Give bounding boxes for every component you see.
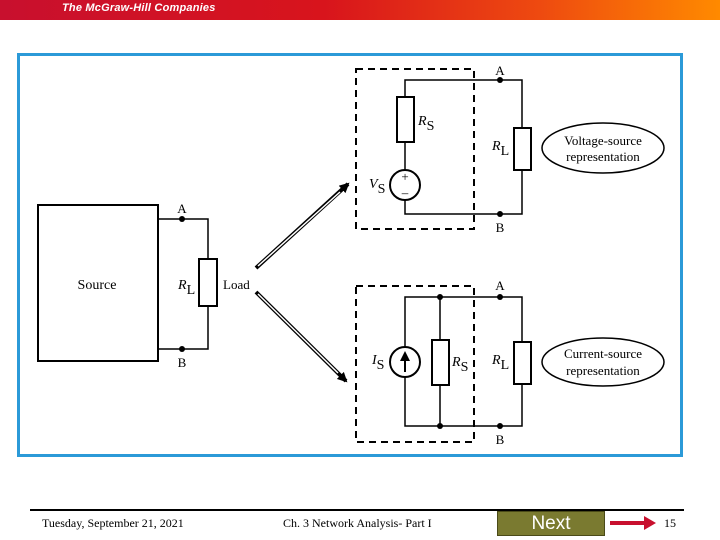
current-rep-callout [541, 337, 665, 387]
rl-label-voltage: RL [491, 139, 509, 159]
load-label: Load [223, 277, 250, 292]
brand-logo: The McGraw-Hill Companies [62, 2, 216, 14]
voltage-source-minus: – [401, 185, 409, 200]
voltage-source-icon [389, 169, 421, 201]
current-rep-wire [404, 296, 523, 427]
footer-chapter: Ch. 3 Network Analysis- Part I [283, 516, 432, 530]
vs-label: VS [369, 177, 385, 197]
footer-date: Tuesday, September 21, 2021 [42, 516, 184, 530]
source-box [37, 204, 159, 362]
current-rep-line1: Current-source [564, 346, 642, 361]
terminal-a-label-left: A [177, 201, 187, 216]
voltage-rep-dashed-box [355, 68, 475, 230]
terminal-b-label-current: B [496, 432, 505, 447]
terminal-b-dot-voltage [497, 211, 503, 217]
rl-label-current: RL [491, 353, 509, 373]
next-arrow-icon[interactable] [608, 512, 658, 534]
next-button[interactable]: Next [497, 511, 605, 536]
terminal-a-dot-left [179, 216, 185, 222]
voltage-rep-wire [404, 79, 523, 215]
voltage-rep-line1: Voltage-source [564, 133, 642, 148]
arrow-to-voltage-rep-inner [257, 191, 341, 267]
terminal-b-label-left: B [178, 355, 187, 370]
terminal-a-label-voltage: A [495, 63, 505, 78]
junction-dot-bottom [437, 423, 443, 429]
is-label: IS [371, 353, 384, 373]
terminal-a-dot-voltage [497, 77, 503, 83]
rs-label-current: RS [451, 355, 468, 375]
voltage-rep-line2: representation [566, 149, 640, 164]
rs-label-voltage: RS [417, 114, 434, 134]
rl-label-left: RL [177, 278, 195, 298]
terminal-a-dot-current [497, 294, 503, 300]
source-label: Source [78, 278, 117, 293]
rs-resistor-current [431, 339, 450, 386]
current-rep-line2: representation [566, 363, 640, 378]
page-number: 15 [664, 516, 676, 530]
rs-resistor-voltage [396, 96, 415, 143]
arrow-to-current-rep-inner [257, 293, 339, 374]
terminal-b-label-voltage: B [496, 220, 505, 235]
junction-dot-top [437, 294, 443, 300]
terminal-b-dot-left [179, 346, 185, 352]
terminal-a-label-current: A [495, 278, 505, 293]
load-resistor-left [198, 258, 218, 307]
voltage-source-plus: + [401, 169, 408, 184]
left-load-wire [158, 218, 209, 350]
load-resistor-voltage [513, 127, 532, 171]
load-resistor-current [513, 341, 532, 385]
terminal-b-dot-current [497, 423, 503, 429]
brand-bar: The McGraw-Hill Companies [0, 0, 720, 20]
footer-divider [30, 509, 684, 511]
current-rep-dashed-box [355, 285, 475, 443]
voltage-rep-callout [541, 122, 665, 174]
